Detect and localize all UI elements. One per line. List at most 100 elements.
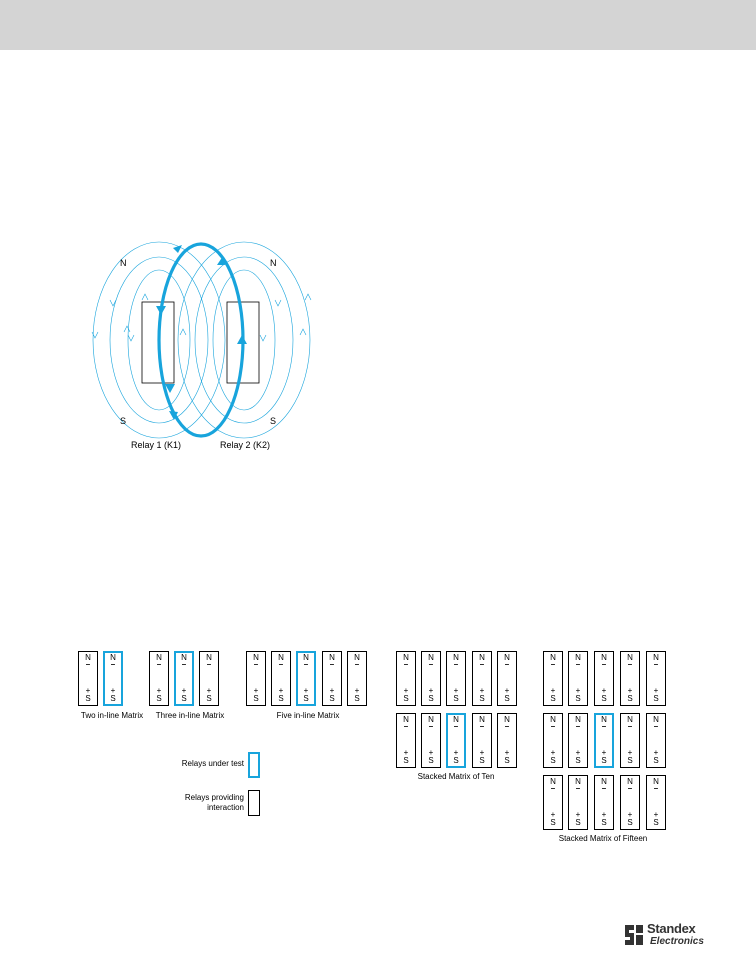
relay-minus-mark: – (85, 660, 91, 669)
north-pole-label-1: N (120, 258, 127, 268)
relay-interaction: N–+S (568, 651, 588, 706)
relay-interaction: N–+S (396, 713, 416, 768)
relay-south-mark: S (403, 756, 409, 765)
relay-north-mark: N (181, 653, 187, 662)
relay-north-mark: N (601, 777, 607, 786)
relay-interaction: N–+S (446, 651, 466, 706)
relay-south-mark: S (303, 694, 309, 703)
relay-minus-mark: – (428, 660, 434, 669)
relay-plus-mark: + (253, 686, 259, 695)
relay-minus-mark: – (550, 784, 556, 793)
relay-plus-mark: + (278, 686, 284, 695)
relay-minus-mark: – (627, 660, 633, 669)
relay-plus-mark: + (575, 686, 581, 695)
relay-south-mark: S (206, 694, 212, 703)
relay-interaction: N–+S (646, 713, 666, 768)
relay-north-mark: N (403, 715, 409, 724)
relay-interaction: N–+S (646, 651, 666, 706)
relay-interaction: N–+S (271, 651, 291, 706)
relay-minus-mark: – (479, 660, 485, 669)
relay-north-mark: N (653, 715, 659, 724)
relay-south-mark: S (253, 694, 259, 703)
south-pole-label-1: S (120, 416, 127, 426)
relay-plus-mark: + (453, 686, 459, 695)
relay-under-test: N–+S (296, 651, 316, 706)
logo-sub: Electronics (650, 936, 704, 947)
relay-south-mark: S (627, 756, 633, 765)
logo-name: Standex (647, 921, 696, 936)
relay-south-mark: S (627, 818, 633, 827)
relay-minus-mark: – (601, 784, 607, 793)
relay-minus-mark: – (653, 722, 659, 731)
relay-north-mark: N (627, 653, 633, 662)
relay-minus-mark: – (428, 722, 434, 731)
relay-interaction: N–+S (78, 651, 98, 706)
relay-interaction: N–+S (620, 713, 640, 768)
relay-south-mark: S (479, 756, 485, 765)
relay-north-mark: N (575, 777, 581, 786)
relay-interaction: N–+S (620, 775, 640, 830)
field-direction-arrows (156, 245, 247, 420)
relay-plus-mark: + (329, 686, 335, 695)
relay-minus-mark: – (453, 722, 459, 731)
relay-minus-mark: – (601, 660, 607, 669)
relay-plus-mark: + (627, 748, 633, 757)
relay-minus-mark: – (453, 660, 459, 669)
relay-minus-mark: – (627, 722, 633, 731)
relay-interaction: N–+S (543, 651, 563, 706)
relay-interaction: N–+S (246, 651, 266, 706)
relay-north-mark: N (156, 653, 162, 662)
relay-north-mark: N (110, 653, 116, 662)
relay-under-test: N–+S (594, 713, 614, 768)
relay-north-mark: N (550, 777, 556, 786)
relay-south-mark: S (627, 694, 633, 703)
relay-plus-mark: + (504, 686, 510, 695)
relay-minus-mark: – (403, 722, 409, 731)
relay-south-mark: S (329, 694, 335, 703)
relay-minus-mark: – (206, 660, 212, 669)
relay-minus-mark: – (575, 660, 581, 669)
relay-south-mark: S (156, 694, 162, 703)
relay-south-mark: S (601, 818, 607, 827)
relay-plus-mark: + (627, 810, 633, 819)
relay-interaction: N–+S (149, 651, 169, 706)
south-pole-label-2: S (270, 416, 277, 426)
relay-plus-mark: + (601, 686, 607, 695)
relay-north-mark: N (550, 715, 556, 724)
relay-south-mark: S (601, 694, 607, 703)
relay-minus-mark: – (504, 660, 510, 669)
relay-minus-mark: – (653, 660, 659, 669)
relay-interaction: N–+S (497, 713, 517, 768)
relay-south-mark: S (110, 694, 116, 703)
relay-south-mark: S (550, 818, 556, 827)
caption-stacked-fifteen: Stacked Matrix of Fifteen (558, 834, 648, 843)
relay-south-mark: S (550, 694, 556, 703)
relay-minus-mark: – (575, 784, 581, 793)
relay-under-test: N–+S (174, 651, 194, 706)
relay-plus-mark: + (601, 748, 607, 757)
relay-north-mark: N (278, 653, 284, 662)
relay-interaction: N–+S (646, 775, 666, 830)
relay-south-mark: S (428, 756, 434, 765)
relay-minus-mark: – (156, 660, 162, 669)
relay-plus-mark: + (428, 686, 434, 695)
relay-north-mark: N (575, 653, 581, 662)
relay-north-mark: N (85, 653, 91, 662)
relay-interaction: N–+S (421, 651, 441, 706)
relay-plus-mark: + (575, 810, 581, 819)
relay-interaction: N–+S (472, 713, 492, 768)
legend-under-test-swatch (248, 752, 260, 778)
relay-north-mark: N (428, 653, 434, 662)
relay-south-mark: S (181, 694, 187, 703)
relay-north-mark: N (575, 715, 581, 724)
relay-north-mark: N (428, 715, 434, 724)
relay-interaction: N–+S (594, 775, 614, 830)
legend-interaction-label: Relays providing interaction (140, 793, 244, 813)
relay-minus-mark: – (627, 784, 633, 793)
relay-north-mark: N (504, 653, 510, 662)
relay-north-mark: N (601, 715, 607, 724)
relay-plus-mark: + (575, 748, 581, 757)
relay-north-mark: N (303, 653, 309, 662)
relay-interaction: N–+S (568, 713, 588, 768)
relay-minus-mark: – (504, 722, 510, 731)
